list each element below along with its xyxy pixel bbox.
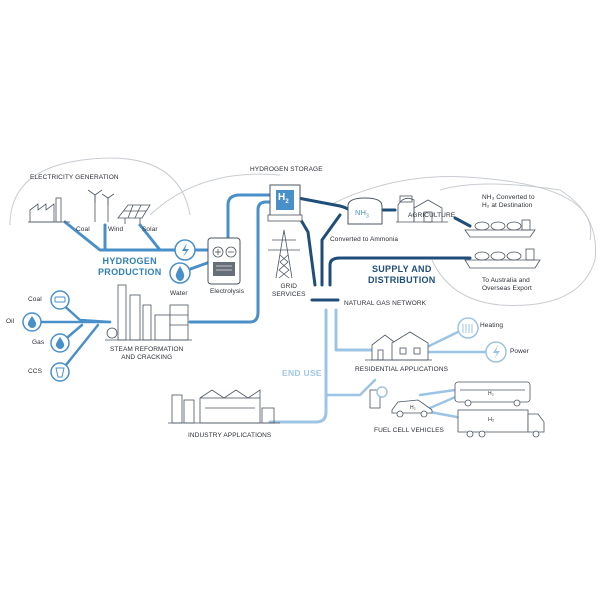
industry-plant-icon: [168, 389, 280, 424]
electricity-arc: [9, 157, 191, 226]
nh3-subscript: 3: [366, 213, 369, 220]
pipe-solar-down: [138, 223, 162, 252]
pipe-agriculture-to-export: [453, 216, 472, 228]
natural-gas-network-label: NATURAL GAS NETWORK: [344, 300, 427, 307]
coal-generation-label: Coal: [76, 226, 90, 233]
h2-symbol: H: [278, 192, 286, 203]
oil-input-label: Oil: [6, 318, 15, 325]
power-label: Power: [510, 348, 529, 355]
pipe-storage-to-ammonia: [296, 196, 354, 214]
factory-icon: [28, 197, 70, 223]
pipe-hub-to-vehicles: [324, 378, 377, 397]
solar-label: Solar: [142, 226, 158, 233]
truck-icon: [457, 409, 545, 438]
electricity-generation-title: ELECTRICITY GENERATION: [30, 174, 119, 181]
pipe-residential-to-heating: [423, 328, 464, 350]
heating-label: Heating: [480, 322, 504, 329]
gas-input-label: Gas: [32, 339, 45, 346]
ccs-input-label: CCS: [28, 368, 43, 375]
electrolysis-label: Electrolysis: [210, 288, 245, 295]
industry-applications-label: INDUSTRY APPLICATIONS: [188, 432, 272, 439]
refinery-icon: [105, 284, 192, 341]
bus-icon: [454, 381, 531, 407]
supply-line1: SUPPLY AND: [371, 264, 432, 274]
wind-label: Wind: [108, 226, 124, 233]
to-australia-line1: To Australia and: [482, 277, 530, 284]
farm-icon: [396, 195, 448, 223]
h2-tank-label: H2: [278, 192, 289, 207]
end-use-title: END USE: [282, 368, 322, 378]
nh3-symbol: NH: [355, 208, 367, 217]
gas-input-node: [50, 333, 70, 353]
h2-subscript: 2: [285, 199, 289, 205]
pipe-hub-to-residential: [334, 308, 384, 352]
pipe-generation-to-bolt: [63, 220, 182, 252]
ccs-input-node: [50, 362, 70, 382]
car-icon: [391, 399, 433, 418]
pipe-to-truck: [428, 410, 464, 420]
electrolyser-icon: [207, 237, 241, 285]
hydrogen-production-line1: HYDROGEN: [102, 256, 157, 266]
hydrogen-storage-title: HYDROGEN STORAGE: [250, 166, 323, 173]
wind-turbine-icon: [87, 189, 115, 222]
water-label: Water: [170, 290, 188, 297]
to-australia-line2: Overseas Export: [482, 285, 532, 293]
hydrogen-tank-icon: [267, 184, 303, 222]
supply-line2: DISTRIBUTION: [368, 275, 436, 286]
export-arc: [431, 183, 597, 306]
converted-to-ammonia-label: Converted to Ammonia: [330, 236, 399, 243]
house-icon: [365, 331, 432, 361]
grid-services-line1: GRID: [280, 283, 298, 290]
nh3-converted-line2: H₂ at Destination: [482, 202, 533, 210]
storage-arc: [149, 173, 281, 216]
nh3-converted-line1: NH₃ Converted to: [482, 194, 535, 201]
pipe-reformation-to-storage: [188, 200, 274, 324]
steam-reformation-line2: AND CRACKING: [121, 354, 173, 362]
radiator-icon: [457, 317, 479, 339]
pipe-hub-to-enduse: [268, 308, 328, 424]
residential-applications-label: RESIDENTIAL APPLICATIONS: [355, 366, 449, 373]
coal-input-node: [50, 290, 70, 310]
pipe-to-bus: [418, 388, 457, 397]
pipe-storage-down: [296, 213, 317, 287]
agriculture-label: AGRICULTURE: [408, 212, 456, 219]
ammonia-tank-icon: [347, 197, 383, 225]
solar-panel-icon: [117, 204, 151, 224]
hydrogen-production-line2: PRODUCTION: [98, 267, 162, 278]
water-drop-icon: [169, 262, 191, 284]
lightning-icon: [174, 239, 196, 261]
pipe-electrolyser-to-storage: [226, 193, 274, 242]
truck-h2-label: H₂: [488, 417, 495, 423]
power-bolt-icon: [485, 341, 507, 363]
coal-input-label: Coal: [28, 296, 42, 303]
pipe-supply-to-ships: [328, 256, 472, 287]
bus-h2-label: H₂: [488, 391, 494, 397]
nh3-tank-label: NH3: [355, 208, 369, 220]
fuel-pump-icon: [369, 386, 388, 409]
pipe-ammonia-down: [320, 213, 342, 287]
ship-icon: [464, 219, 541, 269]
oil-input-node: [22, 312, 42, 332]
fuel-cell-vehicles-label: FUEL CELL VEHICLES: [374, 427, 444, 434]
pipe-ccs-input: [60, 323, 100, 372]
grid-services-line2: SERVICES: [272, 291, 306, 299]
steam-reformation-line1: STEAM REFORMATION: [110, 346, 184, 353]
car-h2-label: H₂: [410, 405, 416, 411]
pylon-icon: [268, 229, 300, 279]
